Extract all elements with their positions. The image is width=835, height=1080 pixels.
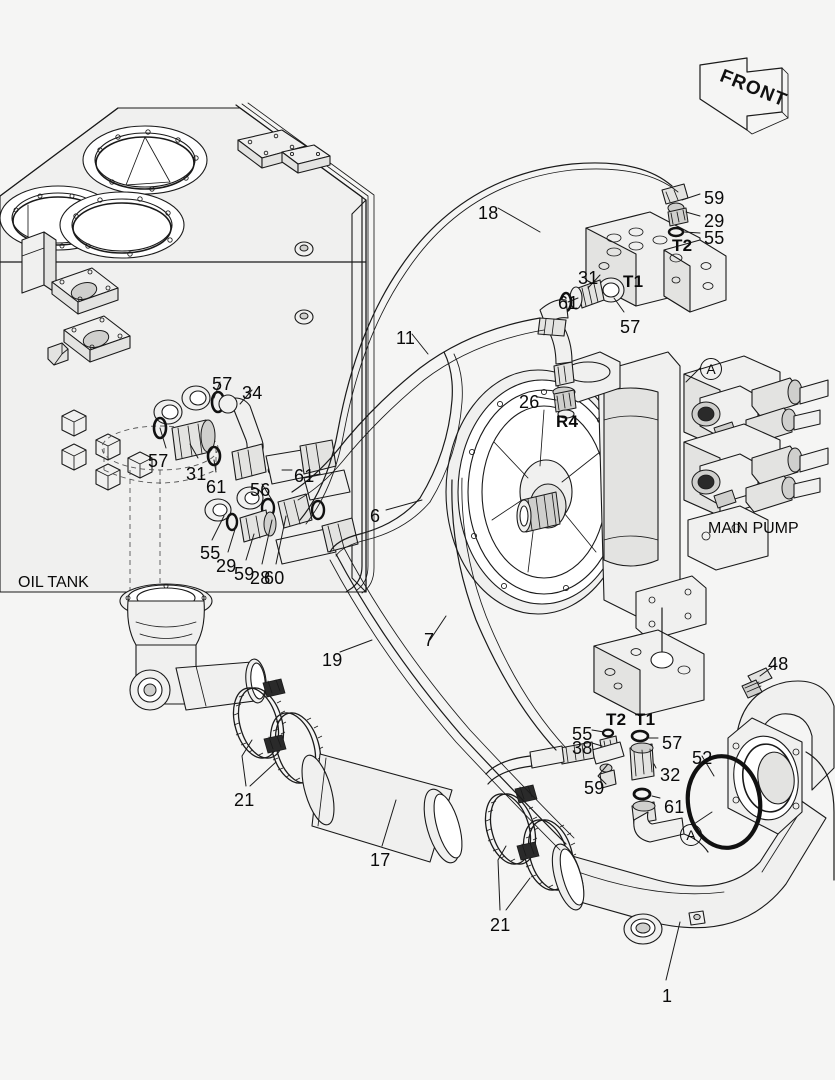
callout-57-b: 57	[148, 451, 169, 471]
hose-18	[299, 162, 679, 525]
callout-18: 18	[478, 203, 499, 223]
callout-31-left: 31	[186, 464, 207, 484]
callout-17: 17	[370, 850, 391, 870]
hose-11	[291, 317, 545, 501]
suction-pipe-1	[551, 799, 827, 945]
fitting-31	[569, 279, 605, 310]
hose-7	[451, 477, 567, 751]
fitting-stack-lower-right	[629, 729, 685, 843]
port-label-t2-lower: T2	[606, 710, 627, 729]
reference-marker-a-upper: A	[700, 358, 722, 380]
control-valve-stack	[683, 355, 829, 571]
tank-plug	[47, 342, 69, 366]
callout-57-bot: 57	[662, 733, 683, 753]
suction-hose-17	[301, 753, 463, 864]
callout-19: 19	[322, 650, 343, 670]
callout-57-a: 57	[212, 374, 233, 394]
oil-tank-body	[0, 102, 375, 600]
callout-7: 7	[424, 630, 435, 650]
main-pump-body	[445, 351, 707, 641]
callout-29-left: 29	[216, 556, 237, 576]
callout-48: 48	[768, 654, 789, 674]
callout-55-bot: 55	[572, 724, 593, 744]
callout-59-left: 59	[234, 564, 255, 584]
callout-1: 1	[662, 986, 673, 1006]
tank-hex-fittings	[61, 409, 153, 491]
hose-6	[329, 351, 463, 557]
callout-56: 56	[250, 480, 271, 500]
oil-tank-label: OIL TANK	[18, 574, 89, 591]
callout-26: 26	[519, 392, 540, 412]
hose-19	[329, 547, 575, 851]
leader-lines	[159, 193, 777, 981]
port-label-r4: R4	[556, 412, 579, 431]
lower-manifold-block	[485, 607, 705, 843]
callout-55-top: 55	[704, 228, 725, 248]
port-label-t2-upper: T2	[672, 236, 693, 255]
callout-6: 6	[370, 506, 381, 526]
callout-31-top: 31	[578, 268, 599, 288]
callout-60: 60	[264, 568, 285, 588]
callout-11: 11	[396, 328, 416, 348]
fitting-stack-lower-left	[485, 728, 625, 789]
suction-flange-assembly	[119, 583, 267, 711]
tank-boss	[294, 241, 314, 325]
elbow-housing	[685, 667, 835, 881]
callout-55-left: 55	[200, 543, 221, 563]
port-label-t1-upper: T1	[623, 272, 644, 291]
tank-port-flange-2	[63, 315, 131, 363]
callout-34: 34	[242, 383, 263, 403]
callout-32: 32	[660, 765, 681, 785]
callout-21-bot: 21	[490, 915, 511, 935]
r4-fitting-26	[537, 317, 577, 419]
callout-59-bot: 59	[584, 778, 605, 798]
callout-38: 38	[572, 738, 593, 758]
tank-port-flange	[51, 267, 119, 315]
main-pump-label: MAIN PUMP	[708, 520, 799, 537]
callout-29-top: 29	[704, 211, 725, 231]
callout-28: 28	[250, 568, 271, 588]
hose-clamp-lower-2	[516, 819, 577, 891]
callout-61-bot: 61	[664, 797, 685, 817]
left-fitting-cluster	[152, 385, 337, 485]
bolt-48	[741, 667, 773, 699]
callout-61-left: 61	[206, 477, 227, 497]
callout-52: 52	[692, 748, 713, 768]
callout-59-top: 59	[704, 188, 725, 208]
front-arrow-glyph	[699, 57, 789, 135]
lower-left-fitting-cluster	[204, 469, 359, 565]
reference-marker-a-lower: A	[680, 824, 702, 846]
tank-deck-plate	[237, 129, 331, 174]
tank-bracket	[21, 231, 57, 294]
upper-manifold-block	[539, 183, 727, 327]
hose-clamp-upper-2	[263, 712, 324, 784]
callout-21-top: 21	[234, 790, 255, 810]
callout-61-top: 61	[558, 293, 579, 313]
port-label-t1-lower: T1	[635, 710, 656, 729]
callout-57-top: 57	[620, 317, 641, 337]
callout-61-mid: 61	[294, 466, 315, 486]
